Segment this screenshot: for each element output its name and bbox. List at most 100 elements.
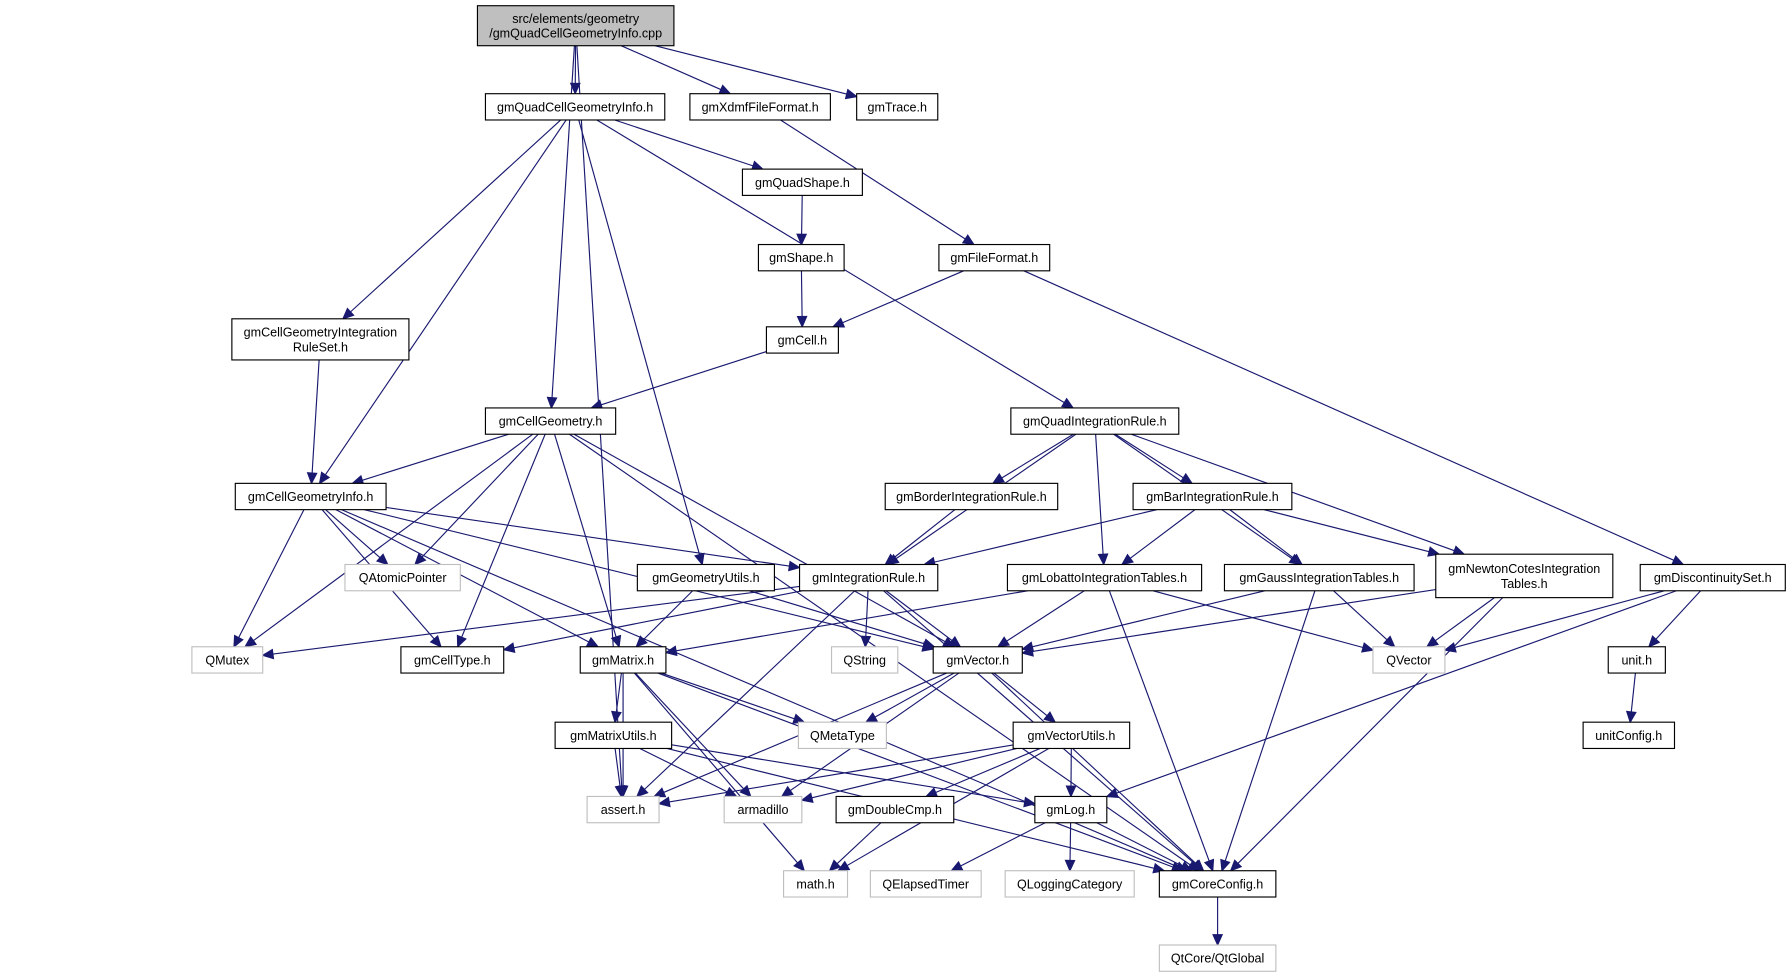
- edge-barir-to-newton: [1263, 509, 1441, 557]
- node-coreconfig[interactable]: gmCoreConfig.h: [1158, 870, 1277, 898]
- edge-matrix-to-matrixutils: [611, 672, 622, 724]
- node-box: [835, 795, 955, 824]
- node-vectorutils[interactable]: gmVectorUtils.h: [1012, 721, 1131, 750]
- node-cell[interactable]: gmCell.h: [765, 326, 839, 354]
- arrowhead-icon: [306, 472, 318, 485]
- arrowhead-icon: [1212, 934, 1224, 947]
- node-barir[interactable]: gmBarIntegrationRule.h: [1132, 482, 1293, 511]
- node-assert: assert.h: [586, 795, 660, 824]
- edge-quadcellgeominfo-to-cellgeominfo: [318, 119, 567, 485]
- node-shape[interactable]: gmShape.h: [757, 243, 845, 272]
- node-label: gmBorderIntegrationRule.h: [896, 490, 1047, 504]
- arrowhead-icon: [1361, 642, 1375, 653]
- node-quadcellgeominfo[interactable]: gmQuadCellGeometryInfo.h: [484, 93, 666, 121]
- arrowhead-icon: [950, 860, 964, 872]
- edge-line: [1153, 590, 1364, 649]
- node-qmetatype: QMetaType: [797, 721, 887, 750]
- node-xdmf[interactable]: gmXdmfFileFormat.h: [689, 93, 831, 121]
- edge-quadir-to-barir: [1115, 433, 1194, 485]
- edge-fileformat-to-cell: [831, 270, 964, 328]
- arrowhead-icon: [341, 307, 355, 320]
- node-cellgeom[interactable]: gmCellGeometry.h: [484, 407, 617, 435]
- node-borderir[interactable]: gmBorderIntegrationRule.h: [884, 482, 1059, 511]
- edge-line: [639, 747, 728, 793]
- edge-line: [643, 590, 694, 640]
- node-gauss[interactable]: gmGaussIntegrationTables.h: [1223, 563, 1415, 592]
- edge-line: [935, 747, 1041, 793]
- edge-newton-to-vector: [1020, 588, 1436, 657]
- node-label: gmXdmfFileFormat.h: [702, 100, 819, 114]
- node-qvector: QVector: [1372, 646, 1446, 674]
- node-geomutils[interactable]: gmGeometryUtils.h: [636, 563, 775, 592]
- arrowhead-icon: [569, 82, 581, 96]
- edge-barir-to-lobatto: [1120, 509, 1196, 566]
- node-cellgeominfo[interactable]: gmCellGeometryInfo.h: [234, 482, 387, 511]
- arrowhead-icon: [1625, 710, 1637, 724]
- node-label: unit.h: [1621, 653, 1652, 667]
- node-box: [782, 870, 849, 898]
- edge-line: [573, 433, 946, 643]
- edge-quadir-to-lobatto: [1095, 434, 1109, 566]
- arrowhead-icon: [318, 471, 331, 485]
- arrowhead-icon: [614, 784, 626, 798]
- node-unit[interactable]: unit.h: [1607, 646, 1666, 674]
- edge-line: [385, 506, 790, 567]
- node-matrixutils[interactable]: gmMatrixUtils.h: [554, 721, 673, 750]
- edge-quadcellgeominfo-to-cgirs: [341, 119, 562, 320]
- node-label: gmGaussIntegrationTables.h: [1239, 571, 1399, 585]
- edge-line: [991, 672, 1197, 865]
- node-trace[interactable]: gmTrace.h: [856, 93, 939, 121]
- node-unitconfig[interactable]: unitConfig.h: [1582, 721, 1676, 750]
- node-box: [689, 93, 831, 121]
- edge-root-to-trace: [654, 45, 859, 100]
- node-ir[interactable]: gmIntegrationRule.h: [798, 563, 939, 592]
- node-root[interactable]: src/elements/geometry/gmQuadCellGeometry…: [476, 5, 675, 47]
- edge-line: [350, 119, 562, 313]
- edge-cellgeom-to-cellgeominfo: [351, 433, 509, 486]
- edge-line: [513, 590, 803, 649]
- node-box: [1158, 944, 1277, 972]
- arrowhead-icon: [1065, 785, 1077, 798]
- node-label: /gmQuadCellGeometryInfo.cpp: [489, 27, 662, 41]
- node-fileformat[interactable]: gmFileFormat.h: [938, 243, 1051, 272]
- edge-line: [578, 119, 701, 555]
- edge-line: [654, 45, 847, 95]
- node-quadir[interactable]: gmQuadIntegrationRule.h: [1010, 407, 1180, 435]
- node-label: src/elements/geometry: [512, 12, 640, 26]
- arrowhead-icon: [1425, 635, 1439, 648]
- node-lobatto[interactable]: gmLobattoIntegrationTables.h: [1006, 563, 1203, 592]
- arrowhead-icon: [502, 642, 516, 653]
- node-box: [1004, 870, 1135, 898]
- node-log[interactable]: gmLog.h: [1034, 795, 1108, 824]
- edge-cellgeom-to-vector: [573, 433, 956, 648]
- edge-ir-to-celltype: [502, 590, 803, 653]
- node-box: [1607, 646, 1666, 674]
- edge-cellgeominfo-to-qatomic: [325, 509, 389, 566]
- node-quadshape[interactable]: gmQuadShape.h: [741, 168, 863, 196]
- edge-ir-to-qstring: [860, 590, 872, 649]
- edge-vectorutils-to-assert: [657, 744, 1014, 808]
- node-matrix[interactable]: gmMatrix.h: [579, 646, 667, 674]
- edge-vector-to-vectorutils: [993, 672, 1057, 724]
- node-label: gmDoubleCmp.h: [848, 803, 942, 817]
- node-doublecmp[interactable]: gmDoubleCmp.h: [835, 795, 955, 824]
- node-box: [1010, 407, 1180, 435]
- edge-line: [960, 822, 1046, 867]
- node-vector[interactable]: gmVector.h: [932, 646, 1023, 674]
- arrowhead-icon: [664, 645, 678, 657]
- edge-line: [657, 672, 1174, 868]
- edge-line: [1655, 590, 1702, 640]
- edge-line: [620, 45, 722, 91]
- arrowhead-icon: [585, 636, 600, 648]
- edge-line: [669, 744, 1014, 803]
- node-label: gmShape.h: [769, 251, 833, 265]
- node-celltype[interactable]: gmCellType.h: [400, 646, 505, 674]
- node-label: RuleSet.h: [293, 340, 348, 354]
- node-discset[interactable]: gmDiscontinuitySet.h: [1639, 563, 1786, 592]
- edge-coreconfig-to-qtglobal: [1212, 897, 1224, 947]
- arrowhead-icon: [1647, 635, 1661, 648]
- node-box: [1372, 646, 1446, 674]
